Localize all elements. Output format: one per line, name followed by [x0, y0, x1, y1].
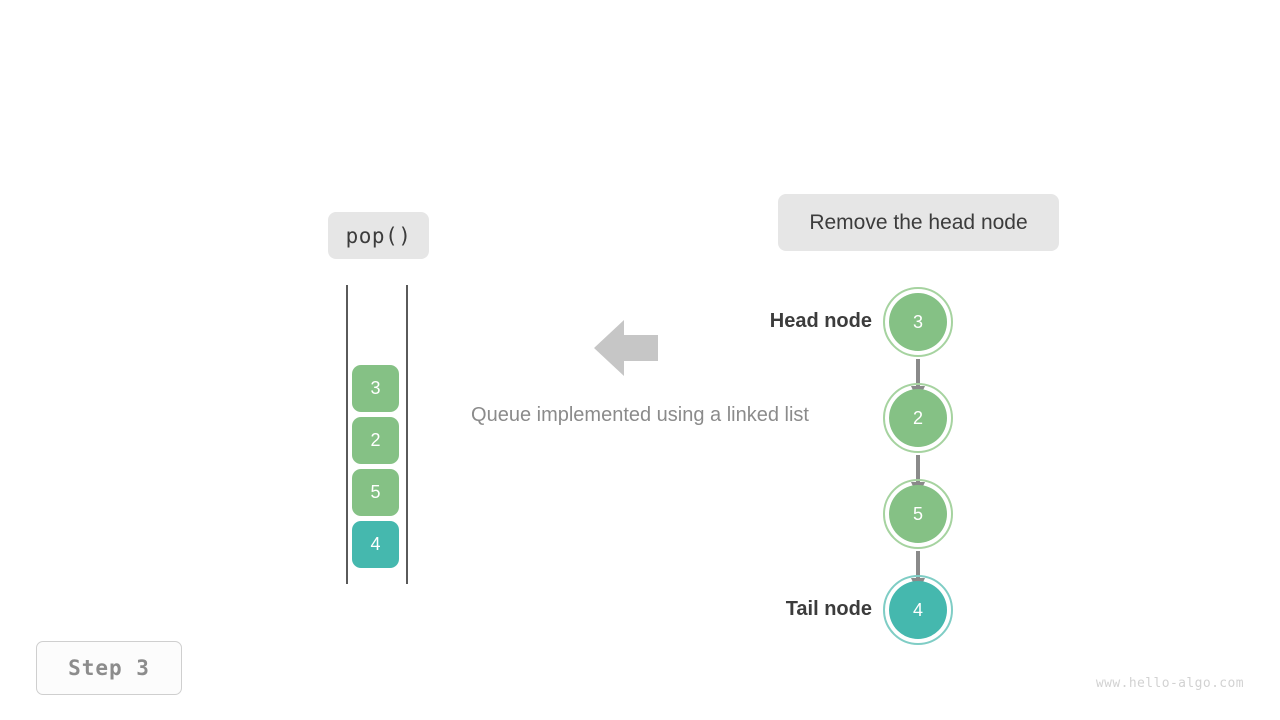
queue-rail-left: [346, 285, 348, 584]
queue-cell: 3: [352, 365, 399, 412]
node-ring: [883, 383, 953, 453]
queue-cell: 4: [352, 521, 399, 568]
list-node: 5: [889, 485, 947, 543]
queue-rail-right: [406, 285, 408, 584]
queue-cell: 2: [352, 417, 399, 464]
list-node: 4: [889, 581, 947, 639]
linked-list: 3 2 5 4: [860, 285, 990, 645]
node-ring: [883, 575, 953, 645]
list-node: 3: [889, 293, 947, 351]
queue-cell: 5: [352, 469, 399, 516]
queue-column: 3 2 5 4: [340, 285, 416, 585]
node-ring: [883, 479, 953, 549]
operation-label-pop: pop(): [328, 212, 429, 259]
node-ring: [883, 287, 953, 357]
watermark: www.hello-algo.com: [1095, 676, 1244, 691]
diagram-caption: Queue implemented using a linked list: [471, 404, 809, 426]
action-description: Remove the head node: [778, 194, 1059, 251]
arrow-left-icon: [594, 318, 658, 378]
step-badge: Step 3: [36, 641, 182, 695]
tail-node-label: Tail node: [785, 598, 872, 620]
head-node-label: Head node: [769, 310, 872, 332]
list-node: 2: [889, 389, 947, 447]
queue-cells: 3 2 5 4: [352, 365, 400, 568]
